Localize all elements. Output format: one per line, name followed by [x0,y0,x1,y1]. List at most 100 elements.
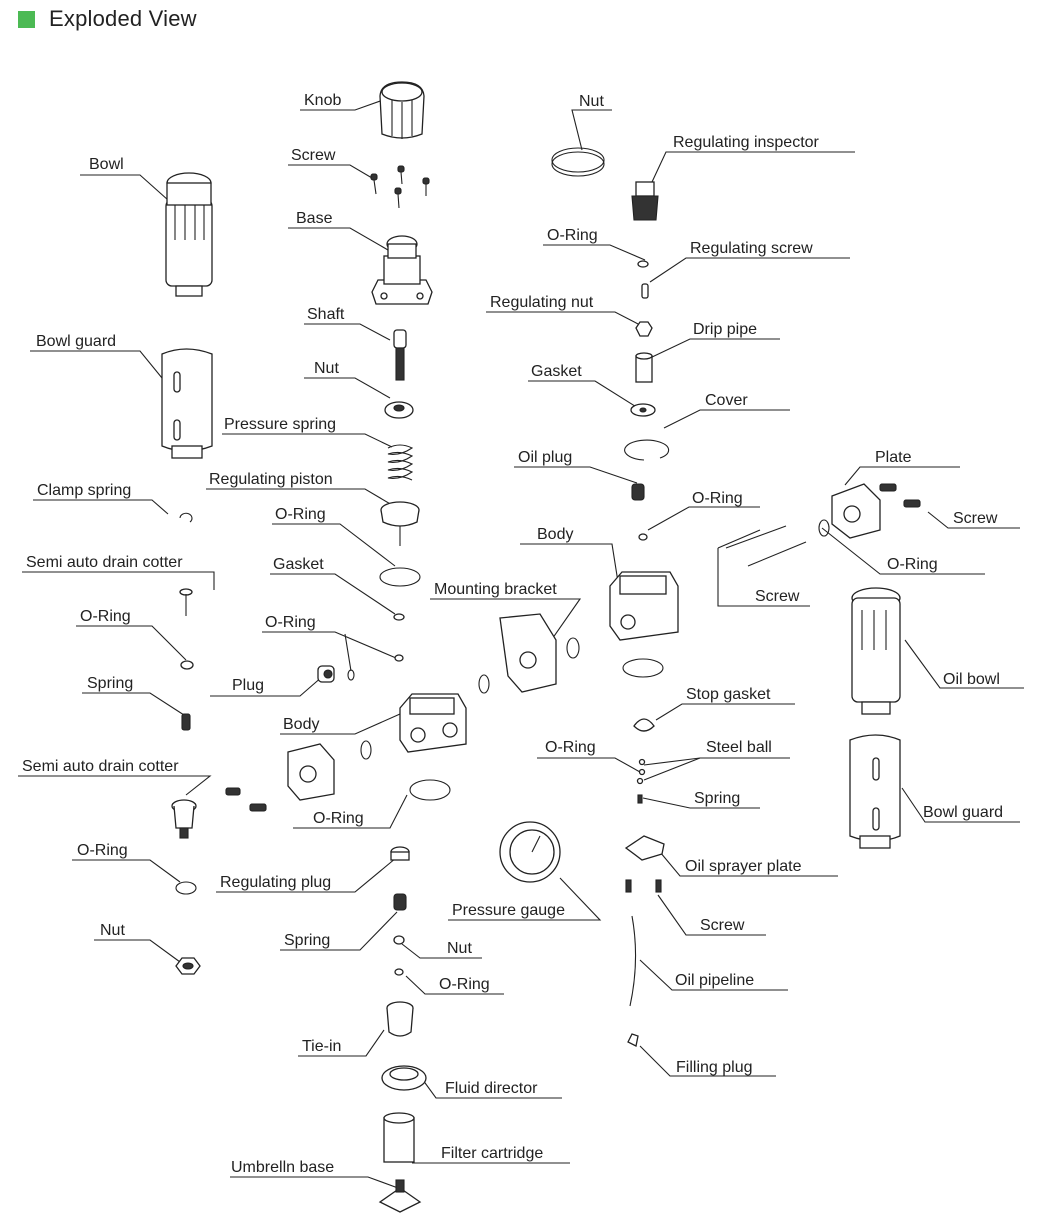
drip-pipe-part [635,352,653,383]
label-nut-right-top: Nut [579,93,604,110]
plate-left-part [287,743,335,801]
label-umbrella-base: Umbrelln base [231,1159,334,1176]
label-bowl: Bowl [89,156,124,173]
spring-right-part [637,794,643,804]
body-left-part [399,693,467,753]
filling-plug-part [627,1033,639,1047]
regulating-piston-part [380,501,420,546]
label-nut-center: Nut [314,360,339,377]
page-title: Exploded View [49,6,197,31]
semi-auto-drain-2-part [171,799,197,839]
screw-plate-2-part [903,499,921,508]
gasket-right-part [630,403,656,417]
nut-part [384,401,414,419]
label-oring-right1: O-Ring [547,227,598,244]
section-header: Exploded View [18,4,197,34]
bowl-part [165,172,213,297]
label-spring-left: Spring [87,675,133,692]
label-oring-right3: O-Ring [545,739,596,756]
umbrella-base-part [378,1179,422,1213]
label-oring-plate: O-Ring [887,556,938,573]
label-regulating-screw: Regulating screw [690,240,813,257]
fluid-director-part [381,1065,427,1091]
regulating-plug-part [390,846,410,861]
label-oring-body-left: O-Ring [313,810,364,827]
oring-bracket-part [566,637,580,659]
label-oil-pipeline: Oil pipeline [675,972,754,989]
label-gasket-center: Gasket [273,556,324,573]
screw-right-low-1-part [625,879,632,893]
label-screw-plate: Screw [953,510,998,527]
label-body-right: Body [537,526,573,543]
oring-center-part [394,654,404,662]
oring-large-part [409,779,451,801]
label-mounting-bracket: Mounting bracket [434,581,557,598]
label-base: Base [296,210,333,227]
oil-plug-part [631,483,645,501]
label-bowl-guard-left: Bowl guard [36,333,116,350]
label-bowl-guard-right: Bowl guard [923,804,1003,821]
oring-body-left-part [360,740,372,760]
label-oil-bowl: Oil bowl [943,671,1000,688]
label-filling-plug: Filling plug [676,1059,752,1076]
label-oil-plug: Oil plug [518,449,572,466]
oring-right2-part [638,533,648,541]
label-regulating-inspector: Regulating inspector [673,134,820,151]
oring-small-part [347,669,355,681]
oring-body-right-part [478,674,490,694]
label-oring-right2: O-Ring [692,490,743,507]
label-oring-center-low: O-Ring [439,976,490,993]
body-right-part [609,571,679,641]
regulating-nut-part [635,321,653,337]
label-oring-piston: O-Ring [275,506,326,523]
label-oring-center2: O-Ring [265,614,316,631]
oil-pipeline-part [629,915,637,1007]
oring-body-right-bottom-part [622,658,664,678]
label-semi-auto-drain-1: Semi auto drain cotter [26,554,183,571]
label-spring-center: Spring [284,932,330,949]
label-oring-left: O-Ring [80,608,131,625]
label-screw-top: Screw [291,147,336,164]
oring-left-part [180,660,194,670]
label-nut-left: Nut [100,922,125,939]
screw-plate-1-part [879,483,897,492]
oring-right1-part [637,260,649,268]
semi-auto-drain-1-part [179,588,193,616]
filter-cartridge-part [383,1112,415,1163]
label-stop-gasket: Stop gasket [686,686,771,703]
mounting-bracket-part [499,613,557,693]
oil-bowl-part [851,587,901,715]
stop-gasket-part [633,718,655,732]
label-filter-cartridge: Filter cartridge [441,1145,543,1162]
oring-center-low-part [394,968,404,976]
cover-part [624,439,670,461]
label-semi-auto-drain-2: Semi auto drain cotter [22,758,179,775]
steel-ball-1-part [638,758,646,766]
label-nut-center-low: Nut [447,940,472,957]
label-knob: Knob [304,92,341,109]
bowl-guard-left-part [161,348,213,459]
label-steel-ball: Steel ball [706,739,772,756]
label-fluid-director: Fluid director [445,1080,538,1097]
label-clamp-spring: Clamp spring [37,482,131,499]
gasket-center-part [393,613,405,621]
nut-right-top-part [551,147,605,177]
label-body-left: Body [283,716,319,733]
clamp-spring-part [179,512,193,523]
oring-right3-part [636,777,644,785]
screws-left-part [225,787,267,812]
label-regulating-piston: Regulating piston [209,471,333,488]
screws-part [370,165,430,209]
oil-sprayer-plate-part [624,835,665,861]
label-pressure-gauge: Pressure gauge [452,902,565,919]
plug-part [317,665,335,683]
label-plug: Plug [232,677,264,694]
label-shaft: Shaft [307,306,345,323]
screw-long-part [725,525,807,567]
steel-ball-2-part [638,768,646,776]
label-tie-in: Tie-in [302,1038,341,1055]
green-square-icon [18,10,35,28]
pressure-spring-part [387,444,414,481]
label-screw-long: Screw [755,588,800,605]
